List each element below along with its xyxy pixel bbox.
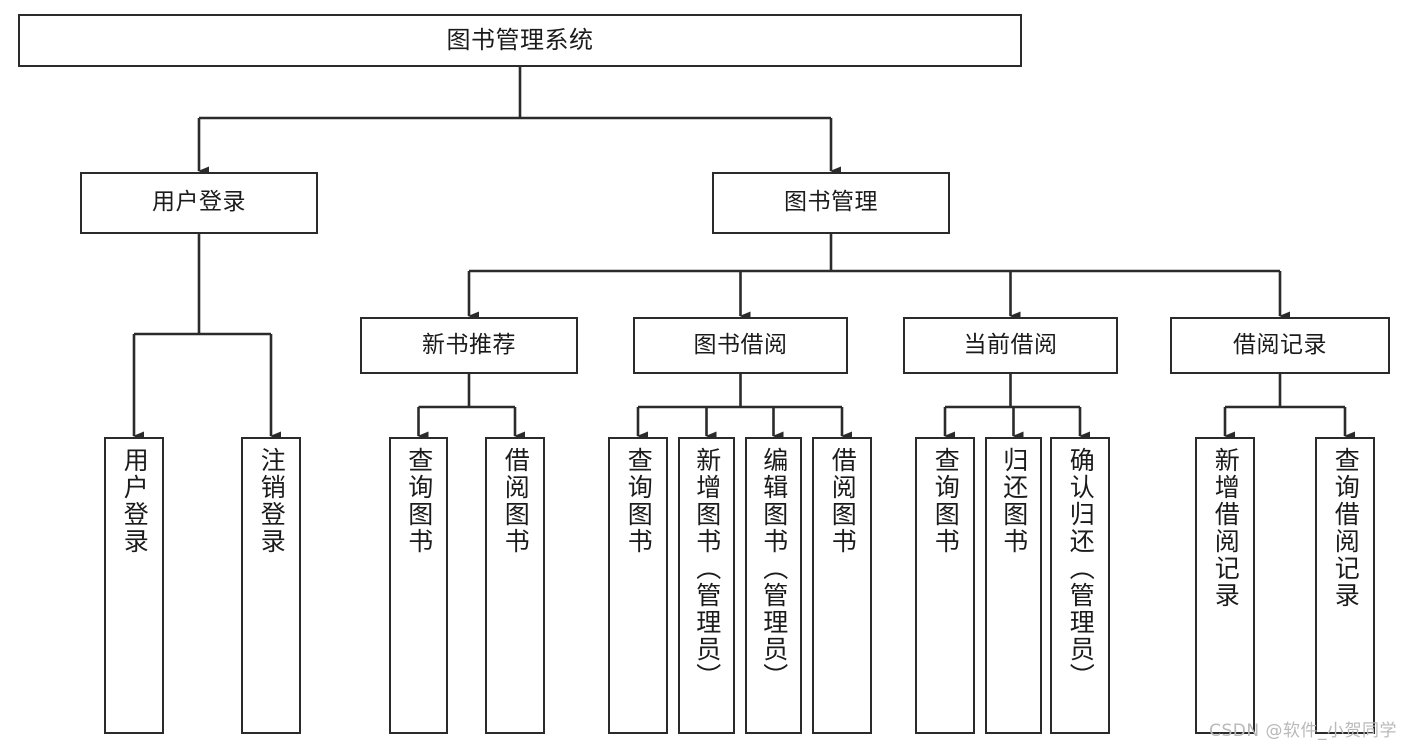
node-leaf-borrow-add-book[interactable]: 新增图书（管理员） — [678, 437, 735, 734]
node-leaf-user-logout-label: 注销登录 — [257, 447, 287, 555]
node-borrow-record[interactable]: 借阅记录 — [1170, 317, 1390, 374]
node-leaf-recommend-query-book-label: 查询图书 — [404, 447, 434, 555]
node-book-borrow[interactable]: 图书借阅 — [633, 317, 848, 374]
node-leaf-recommend-borrow-book-label: 借阅图书 — [501, 447, 531, 555]
node-new-book-recommend[interactable]: 新书推荐 — [360, 317, 578, 374]
node-leaf-current-return-book[interactable]: 归还图书 — [985, 437, 1042, 734]
node-leaf-user-logout[interactable]: 注销登录 — [241, 437, 301, 734]
node-leaf-current-query-book-label: 查询图书 — [931, 447, 961, 555]
node-current-borrow[interactable]: 当前借阅 — [903, 317, 1118, 374]
node-leaf-borrow-add-book-label: 新增图书（管理员） — [692, 447, 722, 690]
node-leaf-borrow-lend-book-label: 借阅图书 — [828, 447, 858, 555]
node-leaf-borrow-lend-book[interactable]: 借阅图书 — [812, 437, 872, 734]
node-leaf-borrow-query-book-label: 查询图书 — [624, 447, 654, 555]
node-user-login-label: 用户登录 — [152, 189, 246, 216]
node-current-borrow-label: 当前借阅 — [963, 331, 1058, 358]
node-book-borrow-label: 图书借阅 — [693, 331, 788, 358]
node-leaf-current-confirm-return[interactable]: 确认归还（管理员） — [1050, 437, 1110, 734]
node-root-label: 图书管理系统 — [446, 26, 594, 55]
node-leaf-record-query-label: 查询借阅记录 — [1331, 447, 1361, 609]
node-leaf-record-add[interactable]: 新增借阅记录 — [1195, 437, 1255, 734]
node-leaf-borrow-edit-book[interactable]: 编辑图书（管理员） — [745, 437, 802, 734]
node-book-manage[interactable]: 图书管理 — [712, 172, 950, 234]
node-root[interactable]: 图书管理系统 — [18, 14, 1022, 67]
node-leaf-record-query[interactable]: 查询借阅记录 — [1315, 437, 1375, 734]
node-leaf-record-add-label: 新增借阅记录 — [1211, 447, 1241, 609]
node-leaf-user-login-label: 用户登录 — [120, 447, 150, 555]
node-leaf-current-confirm-return-label: 确认归还（管理员） — [1066, 447, 1096, 690]
watermark-text: CSDN @软件_小贺同学 — [1209, 721, 1397, 741]
node-leaf-recommend-borrow-book[interactable]: 借阅图书 — [485, 437, 545, 734]
node-leaf-user-login[interactable]: 用户登录 — [104, 437, 164, 734]
node-book-manage-label: 图书管理 — [784, 189, 878, 216]
node-new-book-recommend-label: 新书推荐 — [422, 331, 516, 358]
node-borrow-record-label: 借阅记录 — [1233, 331, 1327, 358]
node-user-login[interactable]: 用户登录 — [80, 172, 318, 234]
node-leaf-borrow-query-book[interactable]: 查询图书 — [608, 437, 668, 734]
node-leaf-current-return-book-label: 归还图书 — [999, 447, 1029, 555]
node-leaf-current-query-book[interactable]: 查询图书 — [915, 437, 975, 734]
node-leaf-recommend-query-book[interactable]: 查询图书 — [389, 437, 448, 734]
node-leaf-borrow-edit-book-label: 编辑图书（管理员） — [759, 447, 789, 690]
